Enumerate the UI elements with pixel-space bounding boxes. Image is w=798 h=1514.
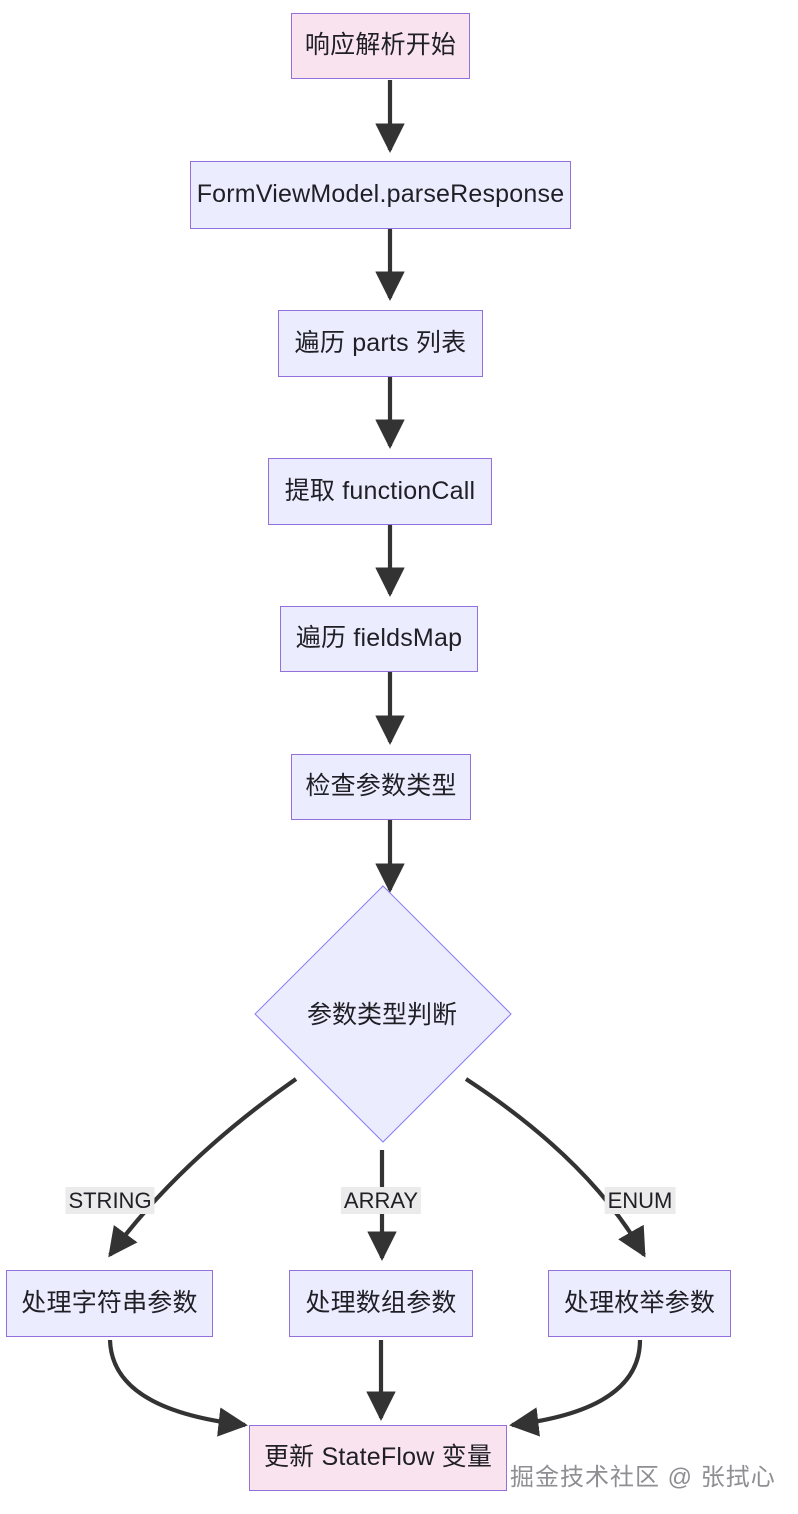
node-param-type-decision-label: 参数类型判断: [306, 1001, 457, 1029]
node-parse-response[interactable]: FormViewModel.parseResponse: [190, 161, 571, 229]
node-param-type-decision[interactable]: 参数类型判断: [254, 885, 512, 1143]
edge-decision-to-enum: [464, 1077, 646, 1258]
node-handle-enum-param-label: 处理枚举参数: [563, 1288, 716, 1317]
node-parse-response-label: FormViewModel.parseResponse: [196, 180, 565, 209]
node-handle-string-param-label: 处理字符串参数: [21, 1288, 198, 1317]
edge-decision-to-string: [108, 1077, 298, 1258]
node-iterate-parts-label: 遍历 parts 列表: [294, 328, 467, 357]
node-update-stateflow[interactable]: 更新 StateFlow 变量: [249, 1425, 507, 1491]
node-iterate-fieldsmap[interactable]: 遍历 fieldsMap: [280, 606, 478, 672]
watermark-text: 掘金技术社区 @ 张拭心: [510, 1464, 776, 1491]
edge-label-string: STRING: [65, 1187, 155, 1215]
edge-label-array: ARRAY: [340, 1187, 422, 1215]
node-check-param-type[interactable]: 检查参数类型: [291, 754, 471, 820]
node-handle-array-param[interactable]: 处理数组参数: [289, 1270, 473, 1337]
node-extract-functioncall-label: 提取 functionCall: [284, 476, 476, 505]
node-start-label: 响应解析开始: [304, 31, 457, 60]
node-iterate-fieldsmap-label: 遍历 fieldsMap: [295, 624, 463, 653]
node-handle-enum-param[interactable]: 处理枚举参数: [548, 1270, 731, 1337]
edge-string-to-stateflow: [107, 1339, 248, 1437]
edge-label-enum-text: ENUM: [607, 1188, 673, 1213]
node-handle-array-param-label: 处理数组参数: [305, 1288, 457, 1317]
node-check-param-type-label: 检查参数类型: [305, 772, 457, 801]
node-start[interactable]: 响应解析开始: [291, 13, 470, 79]
edge-label-enum: ENUM: [604, 1187, 676, 1215]
node-iterate-parts[interactable]: 遍历 parts 列表: [278, 310, 483, 377]
watermark: 掘金技术社区 @ 张拭心: [510, 1457, 776, 1492]
edge-enum-to-stateflow: [509, 1339, 643, 1437]
edge-label-array-text: ARRAY: [343, 1188, 419, 1213]
node-extract-functioncall[interactable]: 提取 functionCall: [268, 458, 492, 525]
node-update-stateflow-label: 更新 StateFlow 变量: [263, 1443, 493, 1472]
edge-label-string-text: STRING: [68, 1188, 152, 1213]
node-handle-string-param[interactable]: 处理字符串参数: [6, 1270, 213, 1337]
